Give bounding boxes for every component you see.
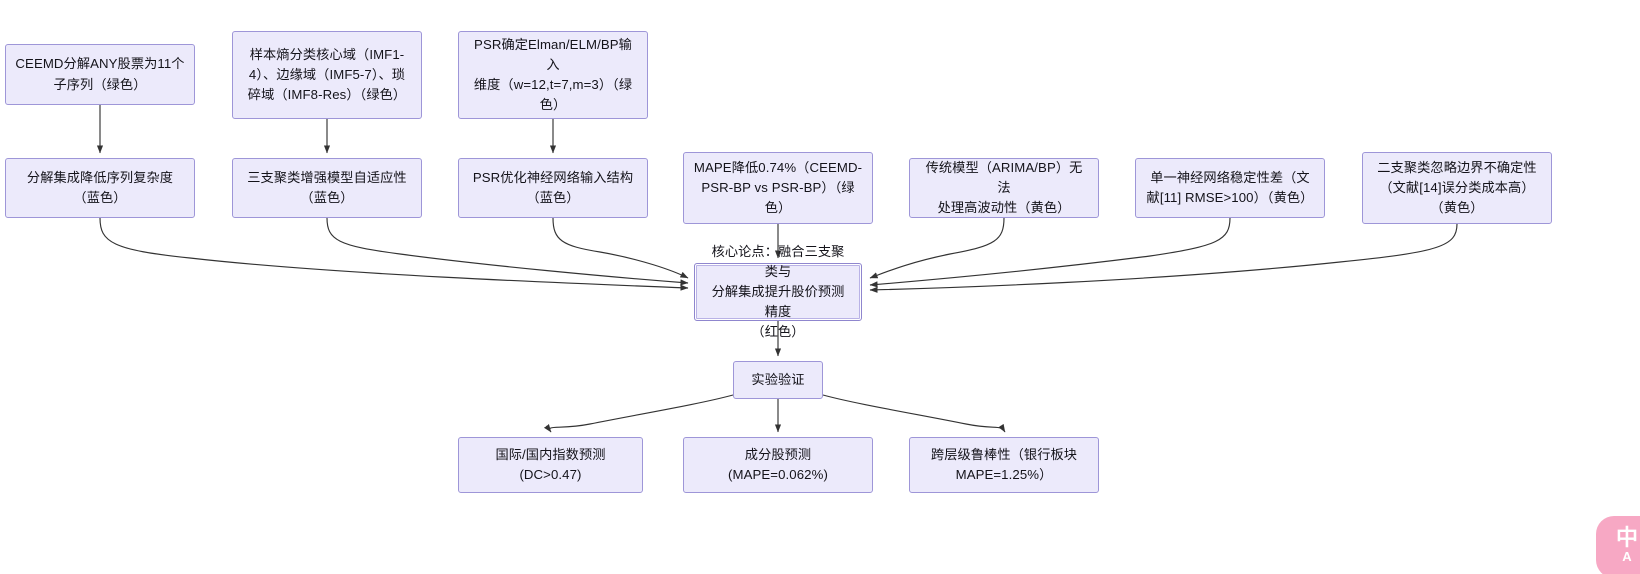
watermark-subtext: A (1622, 549, 1632, 564)
edge-y1-core (869, 217, 1005, 279)
node-y2[interactable]: 单一神经网络稳定性差（文 献[11] RMSE>100）（黄色） (1135, 158, 1325, 218)
node-label: 样本熵分类核心域（IMF1- 4）、边缘域（IMF5-7）、琐 碎域（IMF8-… (247, 46, 407, 103)
node-y1[interactable]: 传统模型（ARIMA/BP）无法 处理高波动性（黄色） (909, 158, 1099, 218)
node-label: 成分股预测 (MAPE=0.062%) (728, 446, 828, 482)
node-g3[interactable]: PSR确定Elman/ELM/BP输入 维度（w=12,t=7,m=3）（绿 色… (458, 31, 648, 119)
node-label: 分解集成降低序列复杂度 （蓝色） (26, 169, 174, 205)
node-label: 实验验证 (751, 371, 805, 387)
node-label: MAPE降低0.74%（CEEMD- PSR-BP vs PSR-BP）（绿 色… (693, 159, 863, 216)
edge-y3-core (869, 223, 1458, 293)
node-label: 传统模型（ARIMA/BP）无法 处理高波动性（黄色） (925, 159, 1083, 216)
node-b1[interactable]: 分解集成降低序列复杂度 （蓝色） (5, 158, 195, 218)
node-label: 二支聚类忽略边界不确定性 （文献[14]误分类成本高） （黄色） (1377, 159, 1537, 216)
watermark-badge: 中 A (1596, 516, 1640, 574)
node-label: 核心论点：融合三支聚类与 分解集成提升股价预测精度 （红色） (711, 243, 845, 340)
node-b3[interactable]: PSR优化神经网络输入结构 （蓝色） (458, 158, 648, 218)
node-r1[interactable]: 国际/国内指数预测 (DC>0.47) (458, 437, 643, 493)
edge-b3-core (552, 217, 689, 279)
edge-y2-core (869, 217, 1231, 288)
node-r2[interactable]: 成分股预测 (MAPE=0.062%) (683, 437, 873, 493)
node-label: PSR确定Elman/ELM/BP输入 维度（w=12,t=7,m=3）（绿 色… (473, 36, 633, 113)
edge-exp-r1 (543, 394, 734, 433)
watermark-text: 中 (1615, 525, 1638, 550)
node-label: 国际/国内指数预测 (DC>0.47) (495, 446, 606, 482)
node-label: 单一神经网络稳定性差（文 献[11] RMSE>100）（黄色） (1146, 169, 1314, 205)
node-g1[interactable]: CEEMD分解ANY股票为11个 子序列（绿色） (5, 44, 195, 105)
node-y3[interactable]: 二支聚类忽略边界不确定性 （文献[14]误分类成本高） （黄色） (1362, 152, 1552, 224)
node-b2[interactable]: 三支聚类增强模型自适应性 （蓝色） (232, 158, 422, 218)
node-g4[interactable]: MAPE降低0.74%（CEEMD- PSR-BP vs PSR-BP）（绿 色… (683, 152, 873, 224)
node-label: PSR优化神经网络输入结构 （蓝色） (472, 169, 634, 205)
node-exp[interactable]: 实验验证 (733, 361, 823, 399)
edge-exp-r3 (822, 394, 1006, 433)
node-label: 三支聚类增强模型自适应性 （蓝色） (247, 169, 407, 205)
node-r3[interactable]: 跨层级鲁棒性（银行板块 MAPE=1.25%） (909, 437, 1099, 493)
node-g2[interactable]: 样本熵分类核心域（IMF1- 4）、边缘域（IMF5-7）、琐 碎域（IMF8-… (232, 31, 422, 119)
node-label: CEEMD分解ANY股票为11个 子序列（绿色） (15, 56, 185, 92)
node-core[interactable]: 核心论点：融合三支聚类与 分解集成提升股价预测精度 （红色） (694, 244, 862, 339)
node-label: 跨层级鲁棒性（银行板块 MAPE=1.25%） (930, 446, 1078, 482)
edge-b1-core (99, 217, 689, 291)
edge-b2-core (326, 217, 689, 286)
